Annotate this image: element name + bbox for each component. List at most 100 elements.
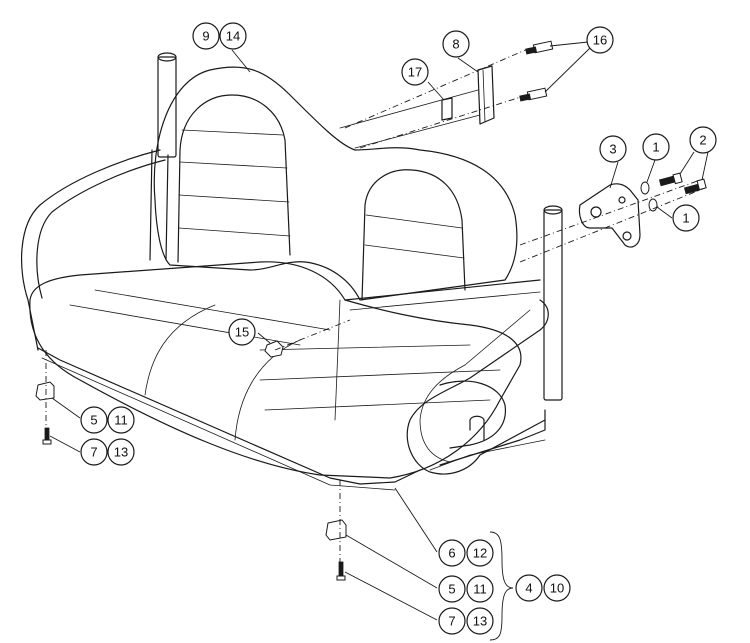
callout-14: 14: [219, 22, 247, 50]
washer-1-upper: [640, 181, 650, 195]
clip-5-left: [35, 381, 55, 401]
callout-4: 4: [515, 574, 543, 602]
callout-2: 2: [689, 126, 717, 154]
clip-5-bottom: [325, 519, 347, 541]
seat-cushion-seam-5: [264, 399, 491, 411]
rear-support-tube-2: [349, 291, 541, 311]
bolt-2-lower: [683, 178, 707, 195]
left-post-upright-2: [165, 154, 169, 261]
back-mount-plate-edge: [482, 69, 486, 123]
left-rear-post-top: [157, 52, 177, 62]
callout-11-left: 11: [107, 406, 135, 434]
left-back-rib-3: [178, 194, 290, 203]
callout-7-bottom: 7: [438, 607, 466, 635]
seat-assembly-drawing: [21, 52, 641, 491]
side-bracket-hole-3: [618, 196, 626, 204]
seat-cushion-seam-3: [259, 344, 471, 351]
callout-5-bottom-label: 5: [448, 582, 455, 597]
callout-10-label: 10: [550, 581, 564, 596]
callout-9-label: 9: [202, 29, 209, 44]
callout-7-left: 7: [80, 438, 108, 466]
right-side-frame: [439, 409, 546, 466]
spacer-block: [441, 97, 453, 121]
right-rear-post-top: [543, 205, 563, 215]
callout-11-bottom-label: 11: [473, 582, 487, 597]
callout-6: 6: [438, 539, 466, 567]
callout-1-upper-label: 1: [652, 140, 659, 155]
seat-cushion: [29, 261, 522, 479]
seat-base-frame-lower: [41, 357, 396, 491]
left-post-upright: [149, 149, 153, 261]
bolt-16-lower: [519, 87, 548, 102]
left-armrest-loop: [21, 149, 161, 351]
seat-cushion-divider-right: [234, 339, 301, 441]
callout-5-left: 5: [80, 406, 108, 434]
right-armrest-loop: [406, 299, 549, 475]
right-back-opening: [361, 169, 466, 301]
callout-5-bottom: 5: [438, 575, 466, 603]
callout-1-upper: 1: [642, 133, 670, 161]
callout-1-lower: 1: [672, 204, 700, 232]
callout-4-label: 4: [525, 581, 532, 596]
nut-15: [264, 340, 284, 358]
left-armrest-loop-inner: [36, 159, 166, 299]
callout-8-label: 8: [452, 37, 459, 52]
callout-16: 16: [586, 26, 614, 54]
right-side-floor-rail: [429, 439, 546, 471]
left-back-opening: [177, 94, 291, 263]
back-mount-plate: [477, 65, 495, 125]
right-lower-cushion: [439, 380, 507, 449]
leader-lines: [49, 41, 709, 641]
callout-13-left: 13: [107, 438, 135, 466]
right-rear-post: [543, 209, 563, 401]
seat-cushion-seam-1: [94, 289, 331, 331]
callout-15: 15: [228, 318, 256, 346]
right-back-rib-2: [364, 244, 465, 259]
left-back-rib-2: [179, 161, 288, 169]
hardware: [35, 40, 707, 581]
seat-base-frame: [37, 347, 421, 485]
callout-17: 17: [401, 58, 429, 86]
callout-14-label: 14: [226, 29, 240, 44]
rear-support-tube: [344, 279, 541, 301]
callout-12-label: 12: [473, 546, 487, 561]
bolt-2-upper: [658, 172, 683, 187]
callout-6-label: 6: [448, 546, 455, 561]
callout-7-left-label: 7: [90, 445, 97, 460]
left-back-rib-4: [178, 227, 291, 237]
seat-cushion-seam-2: [69, 304, 301, 346]
callout-5-left-label: 5: [90, 413, 97, 428]
side-bracket-hole-1: [590, 206, 602, 218]
callout-13-left-label: 13: [114, 445, 128, 460]
seat-cushion-divider-left: [144, 304, 216, 396]
left-back-rib-1: [181, 129, 284, 136]
callout-10: 10: [543, 574, 571, 602]
right-latch-tab: [469, 415, 485, 441]
mount-tube-bottom: [354, 114, 481, 149]
callout-7-bottom-label: 7: [448, 614, 455, 629]
callout-13-bottom: 13: [466, 607, 494, 635]
callout-12: 12: [466, 539, 494, 567]
mount-tube-top: [339, 89, 479, 129]
callout-8: 8: [442, 30, 470, 58]
callout-3: 3: [599, 135, 627, 163]
left-rear-post: [157, 56, 177, 158]
callout-16-label: 16: [593, 33, 607, 48]
callout-2-label: 2: [699, 133, 706, 148]
callout-17-label: 17: [408, 65, 422, 80]
callout-1-lower-label: 1: [682, 211, 689, 226]
side-bracket-hole-2: [622, 231, 632, 241]
callout-9: 9: [192, 22, 220, 50]
right-back-rib-1: [365, 214, 463, 229]
callout-11-bottom: 11: [466, 575, 494, 603]
callout-15-label: 15: [235, 325, 249, 340]
callout-3-label: 3: [609, 142, 616, 157]
seat-back-shell: [153, 66, 518, 301]
group-brace: [489, 531, 514, 641]
seat-cushion-seam-4: [259, 369, 501, 381]
right-armrest-loop-inner: [419, 309, 531, 463]
bolt-16-upper: [525, 40, 554, 55]
assembly-axes: [45, 47, 706, 565]
center-support: [334, 299, 341, 421]
